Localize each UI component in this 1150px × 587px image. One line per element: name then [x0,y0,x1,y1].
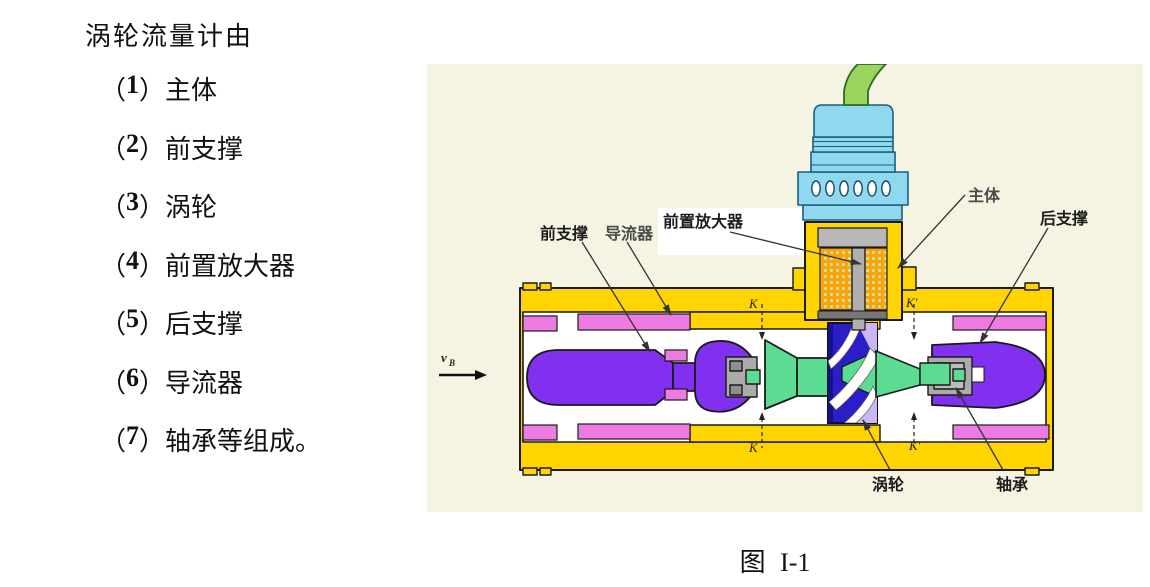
item-number: 5 [126,304,140,333]
item-label: 前置放大器 [165,251,296,281]
label-rear-support: 后支撑 [1040,209,1088,228]
rotor-shaft-cones [764,339,830,410]
item-number: 1 [126,70,140,99]
item-label: 后支撑 [165,310,244,339]
rear-bearing [919,356,985,396]
paren-open: （ [100,193,127,222]
item-number: 3 [126,187,140,216]
turbine-flowmeter-diagram: K K K′ K′ v B 前支撑 导流器 前置放大器 主体 后支撑 涡轮 轴承 [427,64,1143,512]
paren-close: ） [139,251,166,281]
label-turbine: 涡轮 [872,475,904,494]
section-markers: K K K′ K′ [748,295,921,455]
leader-lines [581,194,1049,471]
list-item: （6）导流器 [100,363,321,422]
list-item: （3）涡轮 [100,187,321,246]
flow-velocity-label: v [441,350,447,365]
electrical-connector [797,104,909,221]
leader-bearing [955,386,1004,471]
label-preamplifier: 前置放大器 [663,212,744,231]
paren-close: ） [139,310,166,339]
leader-front-support [581,241,651,353]
k-marker-bottom: K [748,440,759,455]
leader-rear-support [979,227,1049,345]
bore-lining [522,313,1050,441]
diagram-labels: 前支撑 导流器 前置放大器 主体 后支撑 涡轮 轴承 [540,186,1088,494]
list-item: （7）轴承等组成。 [100,421,321,480]
paren-open: （ [100,76,127,105]
flow-velocity-subscript: B [448,358,455,368]
list-item: （5）后支撑 [100,304,321,363]
label-main-body: 主体 [968,186,1001,205]
item-label: 前支撑 [165,134,244,164]
paren-open: （ [100,368,127,398]
front-flow-guide [526,340,759,413]
k-marker-top: K [748,296,759,311]
figure-caption: 图 I-1 [739,548,811,577]
intro-text: 涡轮流量计由 [85,22,254,51]
signal-cable [843,64,888,106]
item-number: 4 [126,245,140,275]
item-label: 主体 [165,76,218,105]
paren-close: ） [139,427,166,456]
parts-list: （1）主体 （2）前支撑 （3）涡轮 （4）前置放大器 （5）后支撑 （6）导流… [100,70,321,480]
leader-main-body [897,194,966,269]
hub-lining-blocks [664,349,688,401]
k-prime-marker-bottom: K′ [908,438,921,453]
leader-turbine [862,418,891,471]
paren-open: （ [100,134,127,164]
paren-open: （ [100,427,127,456]
paren-open: （ [100,310,127,339]
label-flow-guide: 导流器 [605,224,654,243]
leader-flow-guide [626,241,672,317]
list-item: （1）主体 [100,70,321,129]
connector-holes [811,180,891,197]
list-item: （4）前置放大器 [100,246,321,305]
turbine-rotor [827,322,921,424]
paren-open: （ [100,251,127,281]
pickup-coil-housing [804,221,903,331]
item-number: 2 [126,128,140,158]
flow-direction-arrow: v B [439,350,487,380]
list-item: （2）前支撑 [100,129,321,188]
paren-close: ） [139,368,166,398]
label-front-support: 前支撑 [540,224,588,243]
item-number: 6 [126,362,140,392]
item-number: 7 [126,421,140,450]
leader-preamplifier [729,231,863,265]
paren-close: ） [139,193,166,222]
item-label: 轴承等组成。 [165,427,322,456]
item-label: 导流器 [165,368,244,398]
paren-close: ） [139,134,166,164]
label-bearing: 轴承 [996,475,1028,494]
paren-close: ） [139,76,166,105]
k-prime-marker-top: K′ [905,295,918,310]
item-label: 涡轮 [165,193,218,222]
front-bearing [725,356,761,398]
